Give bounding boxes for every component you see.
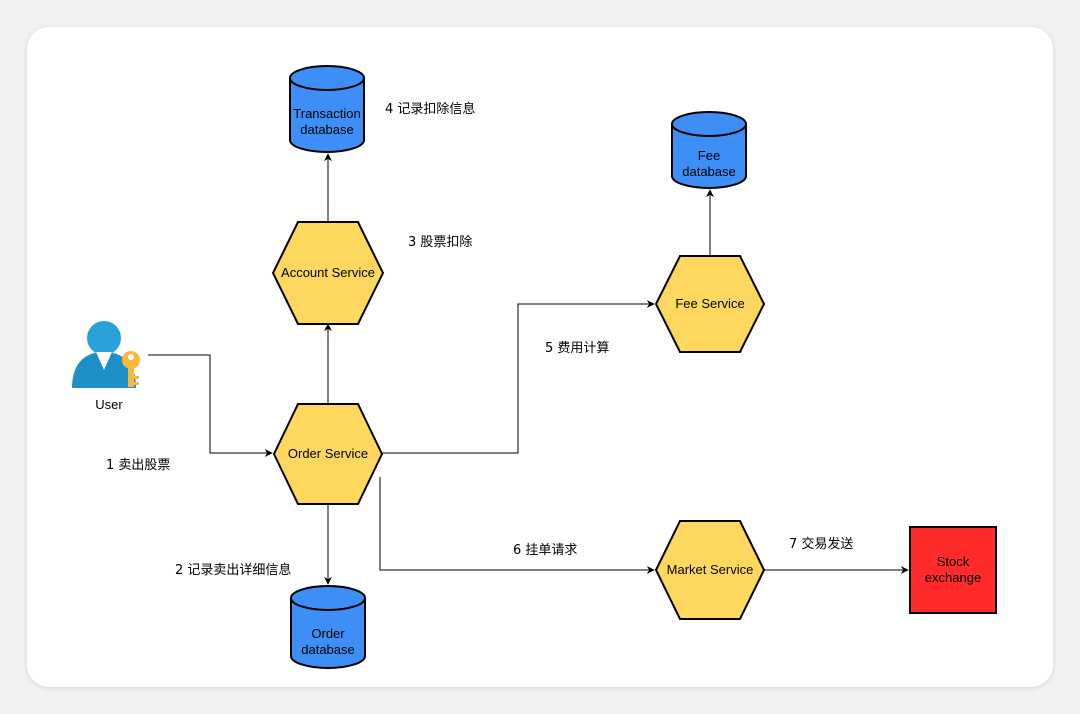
key-icon xyxy=(122,351,140,387)
market-service-node: Market Service xyxy=(654,520,766,620)
diagram-card xyxy=(27,27,1053,687)
fee-database-node: Fee database xyxy=(671,111,747,189)
order-service-label: Order Service xyxy=(288,446,368,461)
fee-db-label-2: database xyxy=(682,164,736,179)
edge-user-to-order xyxy=(148,354,273,457)
user-label: User xyxy=(95,397,123,412)
stock-exchange-node: Stock exchange xyxy=(909,526,997,614)
user-node: User xyxy=(72,321,140,412)
order-db-label-1: Order xyxy=(311,626,345,641)
transaction-db-label-2: database xyxy=(300,122,354,137)
stock-exchange-label-1: Stock xyxy=(937,554,970,569)
edge-label-7: 7 交易发送 xyxy=(789,536,853,552)
edge-label-4: 4 记录扣除信息 xyxy=(385,101,475,117)
fee-service-node: Fee Service xyxy=(654,255,766,353)
stock-exchange-label-2: exchange xyxy=(925,570,981,585)
edge-order-to-market xyxy=(379,477,655,574)
edge-label-1: 1 卖出股票 xyxy=(106,458,170,473)
edge-label-2: 2 记录卖出详细信息 xyxy=(175,562,291,578)
market-service-label: Market Service xyxy=(667,562,754,577)
account-service-label: Account Service xyxy=(281,265,375,280)
edge-label-3: 3 股票扣除 xyxy=(408,235,472,250)
edge-order-to-fee xyxy=(380,300,655,454)
transaction-db-label-1: Transaction xyxy=(293,106,360,121)
user-icon xyxy=(72,321,136,388)
edge-label-6: 6 挂单请求 xyxy=(513,543,577,558)
fee-service-label: Fee Service xyxy=(675,296,744,311)
order-db-label-2: database xyxy=(301,642,355,657)
account-service-node: Account Service xyxy=(271,221,385,325)
transaction-database-node: Transaction database xyxy=(289,65,365,153)
order-service-node: Order Service xyxy=(272,403,384,505)
edge-label-5: 5 费用计算 xyxy=(545,341,609,356)
fee-db-label-1: Fee xyxy=(698,148,720,163)
order-database-node: Order database xyxy=(290,585,366,669)
